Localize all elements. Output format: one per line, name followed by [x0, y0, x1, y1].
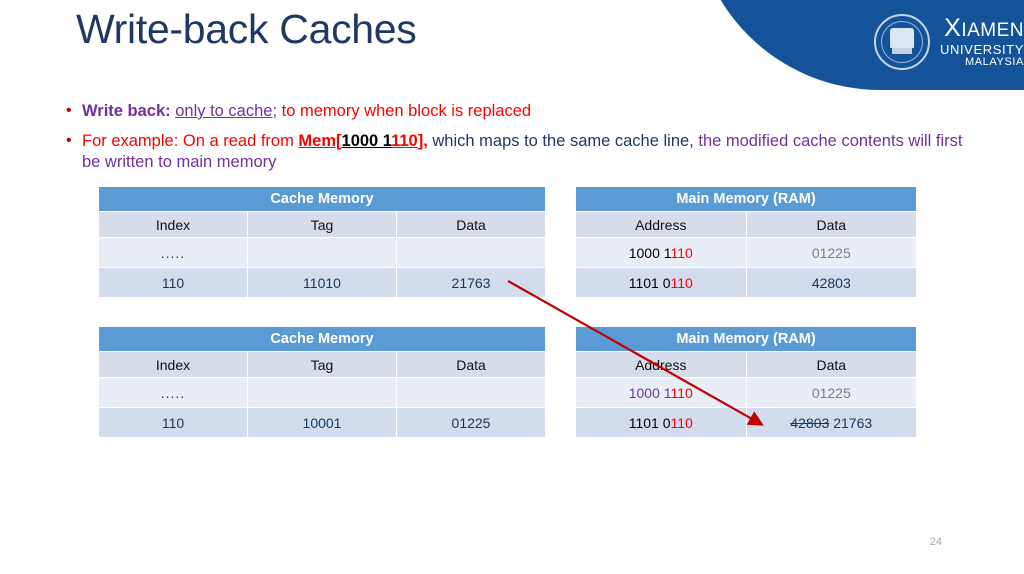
list-item: • Write back: only to cache; to memory w… — [66, 101, 966, 122]
column-header-index: Index — [99, 212, 247, 237]
bullet-1-seg-2: only to cache — [175, 102, 273, 120]
bullet-1-seg-0: Write back: — [82, 102, 171, 120]
bullet-2-text: For example: On a read from Mem[1000 111… — [82, 131, 966, 173]
logo-line3: MALAYSIA — [964, 56, 1024, 69]
bullet-2-seg-1: Mem[ — [298, 132, 342, 150]
column-header-tag: Tag — [248, 212, 396, 237]
logo-line1-cap: X — [944, 14, 962, 43]
column-header-tag: Tag — [248, 352, 396, 377]
column-header-data: Data — [397, 352, 545, 377]
bullet-2-seg-6: the modified cache contents will first b… — [82, 132, 963, 171]
column-header-data: Data — [746, 212, 916, 237]
logo-inner: XIAMEN UNIVERSITY MALAYSIA — [774, 4, 1024, 80]
table-row: ..... — [99, 378, 545, 407]
cell-address: 1101 0110 — [576, 268, 746, 297]
bullet-2-seg-5: which maps to the same cache line, — [427, 132, 699, 150]
page-number: 24 — [929, 536, 942, 548]
cell-data: 01225 — [747, 378, 916, 407]
logo-line2: UNIVERSITY — [939, 41, 1024, 57]
main-memory-table-before: Main Memory (RAM) Address Data 1000 1110… — [575, 186, 917, 298]
table-title: Main Memory (RAM) — [576, 327, 916, 351]
cache-memory-table-after: Cache Memory Index Tag Data ..... 110 10… — [98, 326, 546, 438]
cell-index: 110 — [161, 414, 185, 431]
table-title: Cache Memory — [99, 187, 545, 211]
cell-data: 01225 — [451, 414, 491, 431]
data-new-value: 21763 — [829, 414, 873, 431]
addr-index-bits: 110 — [670, 384, 693, 401]
bullet-marker-icon: • — [66, 102, 72, 119]
table-row: 1101 0110 42803 21763 — [576, 408, 916, 437]
data-value: 01225 — [811, 244, 851, 261]
cell-data — [397, 238, 545, 267]
cell-data: 42803 21763 — [747, 408, 916, 437]
addr-index-bits: 110 — [670, 414, 693, 431]
bullet-1-seg-3: ; — [272, 102, 282, 120]
cell-tag: 11010 — [303, 274, 341, 291]
cell-tag: 10001 — [302, 414, 342, 431]
bullet-2-seg-3: 110 — [391, 132, 418, 150]
logo-line1-rest: IAMEN — [961, 20, 1024, 42]
addr-prefix: 1101 0 — [628, 274, 671, 291]
table-title: Main Memory (RAM) — [576, 187, 916, 211]
table-title: Cache Memory — [99, 327, 545, 351]
column-header-data: Data — [397, 212, 545, 237]
table-row: 110 10001 01225 — [99, 408, 545, 437]
bullet-2-seg-2: 1000 1 — [341, 132, 392, 150]
addr-index-bits: 110 — [670, 244, 693, 261]
cell-tag — [248, 238, 396, 267]
data-value: 01225 — [811, 384, 851, 401]
university-name: XIAMEN UNIVERSITY MALAYSIA — [940, 15, 1024, 68]
page-title: Write-back Caches — [76, 6, 417, 52]
table-row: ..... — [99, 238, 545, 267]
data-value: 42803 — [811, 274, 851, 291]
bullet-1-seg-4: to memory when block is replaced — [281, 102, 532, 120]
list-item: • For example: On a read from Mem[1000 1… — [66, 131, 966, 173]
cell-address: 1000 1110 — [576, 378, 746, 407]
table-row: 1000 1110 01225 — [576, 238, 916, 267]
column-header-data: Data — [746, 352, 916, 377]
cell-data: 01225 — [747, 238, 916, 267]
data-old-value: 42803 — [790, 414, 830, 431]
cell-data: 42803 — [747, 268, 916, 297]
cell-address: 1101 0110 — [576, 408, 746, 437]
cell-tag — [248, 378, 396, 407]
table-row: 1000 1110 01225 — [576, 378, 916, 407]
cache-memory-table-before: Cache Memory Index Tag Data ..... 110 11… — [98, 186, 546, 298]
cell-address: 1000 1110 — [576, 238, 746, 267]
addr-index-bits: 110 — [670, 274, 693, 291]
column-header-address: Address — [576, 352, 746, 377]
addr-prefix: 1101 0 — [628, 414, 671, 431]
addr-prefix: 1000 1 — [628, 244, 671, 261]
table-header-row: Index Tag Data — [99, 352, 545, 377]
table-row: 110 11010 21763 — [99, 268, 545, 297]
table-row: 1101 0110 42803 — [576, 268, 916, 297]
cell-index: ..... — [160, 384, 186, 401]
cell-data: 21763 — [451, 274, 491, 291]
cell-index: 110 — [161, 274, 185, 291]
addr-prefix: 1000 1 — [628, 384, 671, 401]
university-logo-banner: XIAMEN UNIVERSITY MALAYSIA — [694, 0, 1024, 90]
bullet-2-seg-4: ], — [417, 132, 428, 150]
table-header-row: Index Tag Data — [99, 212, 545, 237]
main-memory-table-after: Main Memory (RAM) Address Data 1000 1110… — [575, 326, 917, 438]
university-seal-icon — [873, 14, 930, 70]
cell-data — [397, 378, 545, 407]
cell-index: ..... — [160, 244, 186, 261]
column-header-address: Address — [576, 212, 746, 237]
bullet-1-text: Write back: only to cache; to memory whe… — [82, 101, 966, 122]
bullet-2-seg-0: For example: On a read from — [82, 132, 299, 150]
bullet-list: • Write back: only to cache; to memory w… — [66, 101, 966, 173]
table-header-row: Address Data — [576, 352, 916, 377]
column-header-index: Index — [99, 352, 247, 377]
table-header-row: Address Data — [576, 212, 916, 237]
bullet-marker-icon: • — [66, 132, 72, 149]
